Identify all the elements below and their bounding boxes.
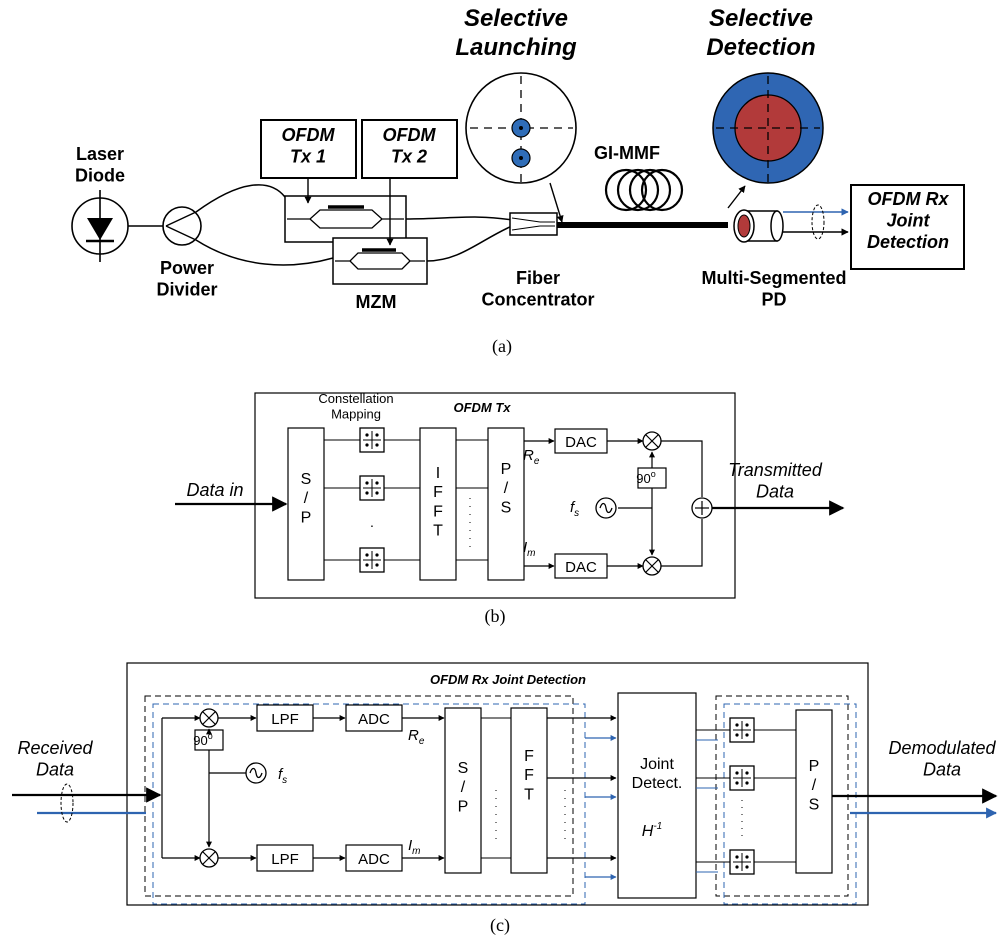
oscillator-icon — [595, 497, 617, 519]
gi-mmf-label: GI-MMF — [594, 143, 660, 163]
phase-shift-label: 90o — [636, 469, 655, 486]
ps-label: P/S — [501, 461, 512, 516]
detection-fiber-crosssection-icon — [712, 72, 824, 184]
dac-top — [554, 428, 608, 454]
rx-fs-label: fs — [278, 766, 287, 786]
ofdm-rx-title: OFDM Rx Joint Detection — [430, 672, 586, 687]
rx-fft-block — [510, 707, 548, 874]
h-inverse-label: H-1 — [642, 821, 662, 840]
adc-top-label: ADC — [358, 711, 390, 728]
constellation-icon-3 — [359, 547, 385, 573]
caption-b: (b) — [485, 606, 506, 627]
rx-re-label: Re — [408, 727, 425, 747]
lpf-bottom-label: LPF — [271, 851, 299, 868]
constellation-icon-2 — [359, 475, 385, 501]
dac-top-label: DAC — [565, 434, 597, 451]
ofdm-tx-title: OFDM Tx — [453, 400, 511, 415]
fiber-concentrator-icon — [509, 212, 558, 236]
mzm-modulator-1 — [284, 195, 407, 243]
rx-mixer-bottom-icon — [199, 848, 219, 868]
adder-icon — [691, 497, 713, 519]
adc-bottom-label: ADC — [358, 851, 390, 868]
rx-oscillator-icon — [245, 762, 267, 784]
rx-phase-label: 90o — [193, 731, 212, 748]
rx-constellation-icon-1 — [729, 717, 755, 743]
launching-fiber-crosssection-icon — [465, 72, 577, 184]
sp-block — [287, 427, 325, 581]
caption-a: (a) — [492, 336, 512, 357]
rx-mixer-top-icon — [199, 708, 219, 728]
lpf-top-label: LPF — [271, 711, 299, 728]
mixer-bottom-icon — [642, 556, 662, 576]
power-divider-icon — [162, 206, 202, 246]
rx-constellation-icon-2 — [729, 765, 755, 791]
constellation-icon-1 — [359, 427, 385, 453]
rx-sp-block — [444, 707, 482, 874]
re-label: Re — [523, 447, 540, 467]
sp-label: S/P — [301, 471, 312, 526]
ifft-block — [419, 427, 457, 581]
gi-mmf-coil-icon — [604, 168, 684, 212]
vertical-ellipsis: · — [370, 517, 375, 533]
dac-bottom — [554, 553, 608, 579]
rx-sp-label: S/P — [458, 760, 469, 815]
rx-im-label: Im — [408, 837, 421, 857]
mzm-label: MZM — [356, 292, 397, 312]
multi-segmented-pd-icon — [733, 209, 784, 243]
rx-constellation-icon-3 — [729, 849, 755, 875]
joint-detection-block — [617, 692, 697, 899]
mixer-top-icon — [642, 431, 662, 451]
rx-ps-block — [795, 709, 833, 874]
laser-diode-icon — [71, 190, 129, 262]
rx-ps-label: P/S — [809, 758, 820, 813]
mzm-modulator-2 — [332, 237, 428, 285]
ps-block — [487, 427, 525, 581]
fs-label: fs — [570, 499, 579, 519]
dac-bottom-label: DAC — [565, 559, 597, 576]
data-in-label: Data in — [186, 480, 243, 500]
lpf-top — [256, 704, 314, 732]
im-label: Im — [523, 539, 536, 559]
caption-c: (c) — [490, 915, 510, 936]
